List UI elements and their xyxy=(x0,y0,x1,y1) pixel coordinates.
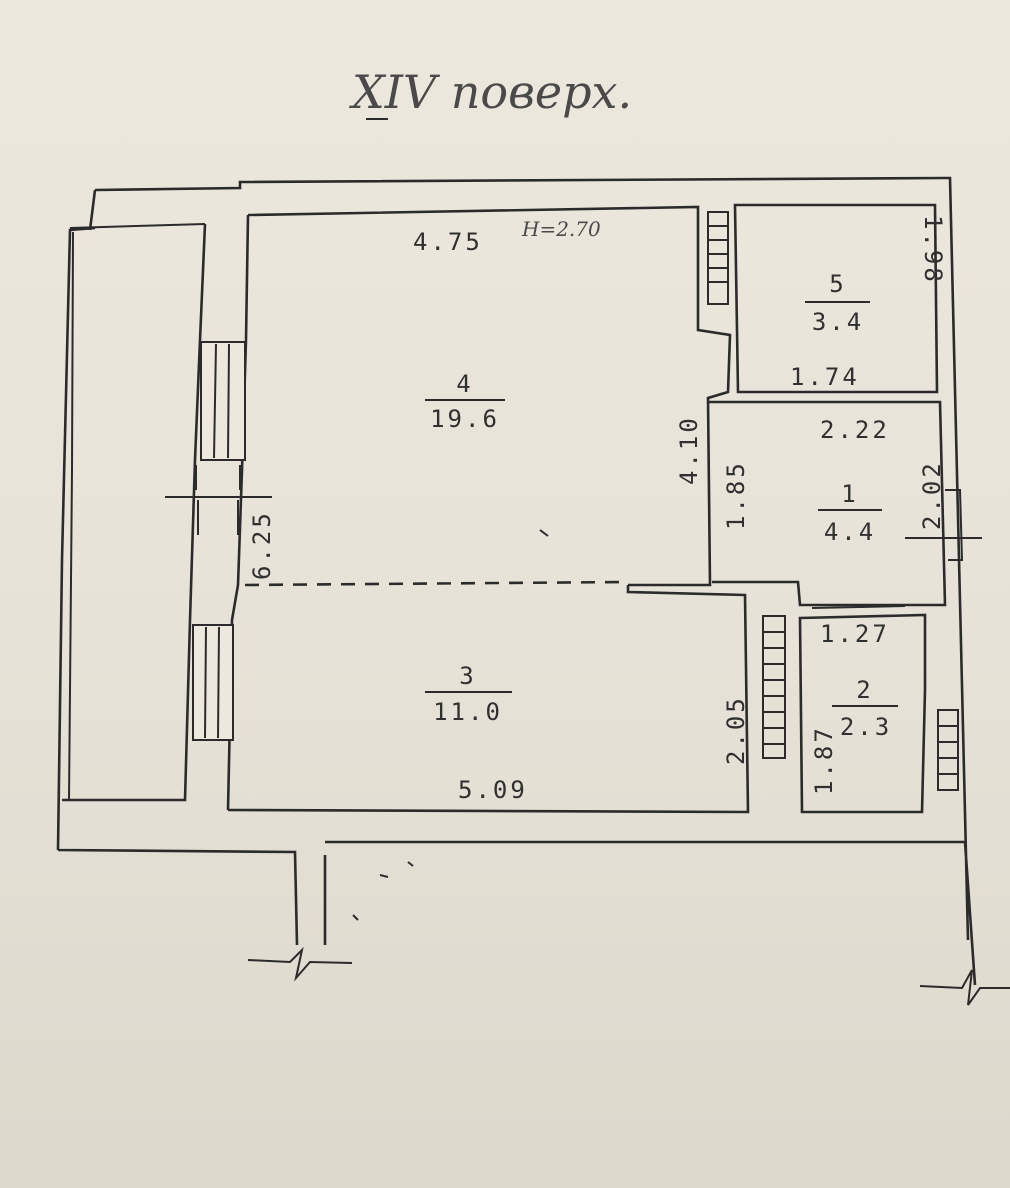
dim-room-3-width: 5.09 xyxy=(458,776,528,804)
dim-room-1-width: 2.22 xyxy=(820,416,890,444)
room-3-outline xyxy=(227,585,750,814)
vent-shaft-middle xyxy=(762,615,786,759)
room-4-area: 19.6 xyxy=(430,405,500,433)
vent-shaft-upper xyxy=(707,211,729,305)
room-1-outline xyxy=(708,400,947,607)
room-5-area: 3.4 xyxy=(812,308,864,336)
outer-wall-inner-line xyxy=(69,223,206,229)
room-1-number: 1 xyxy=(841,480,858,508)
room-2-outline xyxy=(798,613,927,814)
window-left-upper xyxy=(200,341,246,461)
dim-room-4-length: 6.25 xyxy=(248,510,276,580)
room-5-number: 5 xyxy=(829,270,846,298)
dim-room-1-left: 1.85 xyxy=(722,460,750,530)
dim-room-5-height: 1.98 xyxy=(919,215,947,285)
floor-title: XIV поверх. xyxy=(349,65,632,119)
room-3-area: 11.0 xyxy=(433,698,503,726)
outer-wall xyxy=(56,176,977,986)
loggia-inner xyxy=(68,231,74,801)
ceiling-height: H=2.70 xyxy=(521,217,601,241)
room-4-outline xyxy=(247,205,732,587)
loggia-outline xyxy=(62,223,207,802)
dim-room-2-height: 1.87 xyxy=(810,725,838,795)
cut-line-left xyxy=(247,946,353,982)
dim-partition: 4.10 xyxy=(675,415,703,485)
dim-room-5-width: 1.74 xyxy=(790,363,860,391)
cut-line-right xyxy=(919,969,1010,1006)
room-3-number: 3 xyxy=(459,662,476,690)
room-1-area: 4.4 xyxy=(824,518,876,546)
dim-room-1-right: 2.02 xyxy=(918,460,946,530)
window-left-lower xyxy=(192,624,234,741)
door-mark-room-1 xyxy=(905,489,982,561)
door-opening-left xyxy=(165,496,272,535)
vent-shaft-right xyxy=(937,709,959,791)
room-4-number: 4 xyxy=(456,370,473,398)
room-2-area: 2.3 xyxy=(840,713,892,741)
room-5-outline xyxy=(733,203,939,394)
dim-room-3-height: 2.05 xyxy=(722,695,750,765)
room-2-number: 2 xyxy=(856,676,873,704)
dim-room-4-width: 4.75 xyxy=(413,228,483,256)
zone-divider-dashed xyxy=(244,580,629,587)
dim-room-2-width: 1.27 xyxy=(820,620,890,648)
